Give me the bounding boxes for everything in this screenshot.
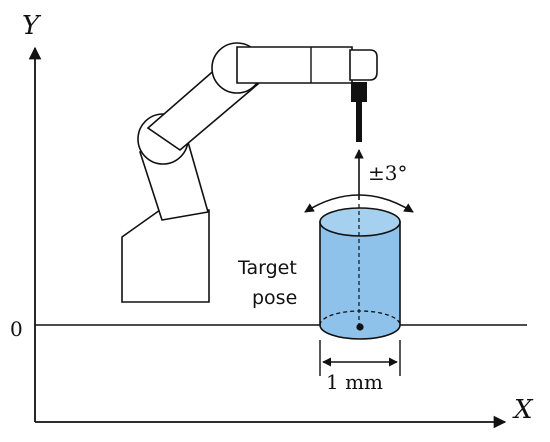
cylinder-bottom-hidden-edge	[319, 310, 401, 326]
target-point	[356, 323, 364, 331]
gripper-body	[351, 82, 367, 102]
robot-arm	[121, 42, 378, 303]
rotation-arc-arrow	[304, 194, 414, 213]
cylinder-body	[319, 221, 401, 340]
origin-label: 0	[10, 317, 23, 341]
cylinder-top	[319, 207, 401, 237]
rotation-tolerance-label: ±3°	[368, 161, 407, 185]
robot-base	[121, 209, 210, 303]
robot-wrist	[349, 49, 378, 81]
target-cylinder	[319, 204, 401, 340]
y-axis-label: Y	[22, 11, 42, 41]
robot-forearm	[236, 46, 353, 84]
x-axis-label: X	[512, 395, 534, 425]
target-label-line1: Target	[237, 257, 297, 279]
gripper-finger	[356, 102, 362, 142]
target-label-line2: pose	[252, 287, 297, 309]
diameter-label: 1 mm	[326, 370, 383, 394]
